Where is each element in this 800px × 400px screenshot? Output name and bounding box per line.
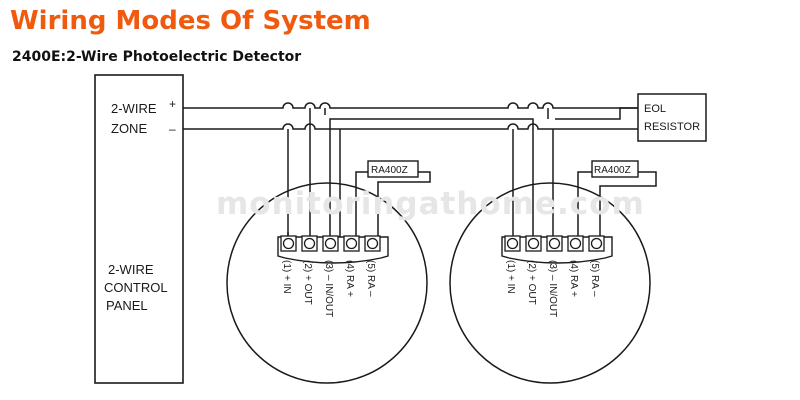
remote-annunciator-2-box (591, 160, 639, 178)
remote-annunciator-2-label: RA400Z (594, 165, 631, 176)
panel-label-line3: PANEL (106, 298, 148, 313)
remote-annunciator-1-label: RA400Z (371, 165, 408, 176)
eol-label-line2: RESISTOR (644, 121, 700, 133)
detector-1-terminal-strip (277, 235, 389, 264)
page-title: Wiring Modes Of System (10, 6, 371, 36)
zone-label-line2: ZONE (111, 121, 147, 136)
detector-2-base (449, 182, 651, 384)
d2-terminal-3-label: (3) – IN/OUT (547, 260, 558, 317)
zone-minus-sign: – (169, 122, 176, 136)
control-panel-box (94, 74, 184, 384)
d1-terminal-4-label: (4) RA + (344, 260, 355, 297)
zone-plus-sign: + (169, 97, 176, 111)
eol-resistor-box (637, 93, 707, 142)
panel-label-line1: 2-WIRE (108, 262, 154, 277)
d2-terminal-5-label: (5) RA – (589, 260, 600, 297)
d2-terminal-1-label: (1) + IN (505, 260, 516, 294)
d2-terminal-2-label: (2) + OUT (526, 260, 537, 305)
eol-label-line1: EOL (644, 103, 666, 115)
detector-2-terminal-strip (501, 235, 613, 264)
remote-annunciator-1-box (367, 160, 419, 178)
d1-terminal-5-label: (5) RA – (365, 260, 376, 297)
page-subtitle: 2400E:2-Wire Photoelectric Detector (12, 49, 302, 65)
d1-terminal-3-label: (3) – IN/OUT (323, 260, 334, 317)
zone-label-line1: 2-WIRE (111, 101, 157, 116)
panel-label-line2: CONTROL (104, 280, 168, 295)
d1-terminal-2-label: (2) + OUT (302, 260, 313, 305)
detector-1-base (226, 182, 428, 384)
d1-terminal-1-label: (1) + IN (281, 260, 292, 294)
d2-terminal-4-label: (4) RA + (568, 260, 579, 297)
wiring-lines (183, 102, 657, 237)
